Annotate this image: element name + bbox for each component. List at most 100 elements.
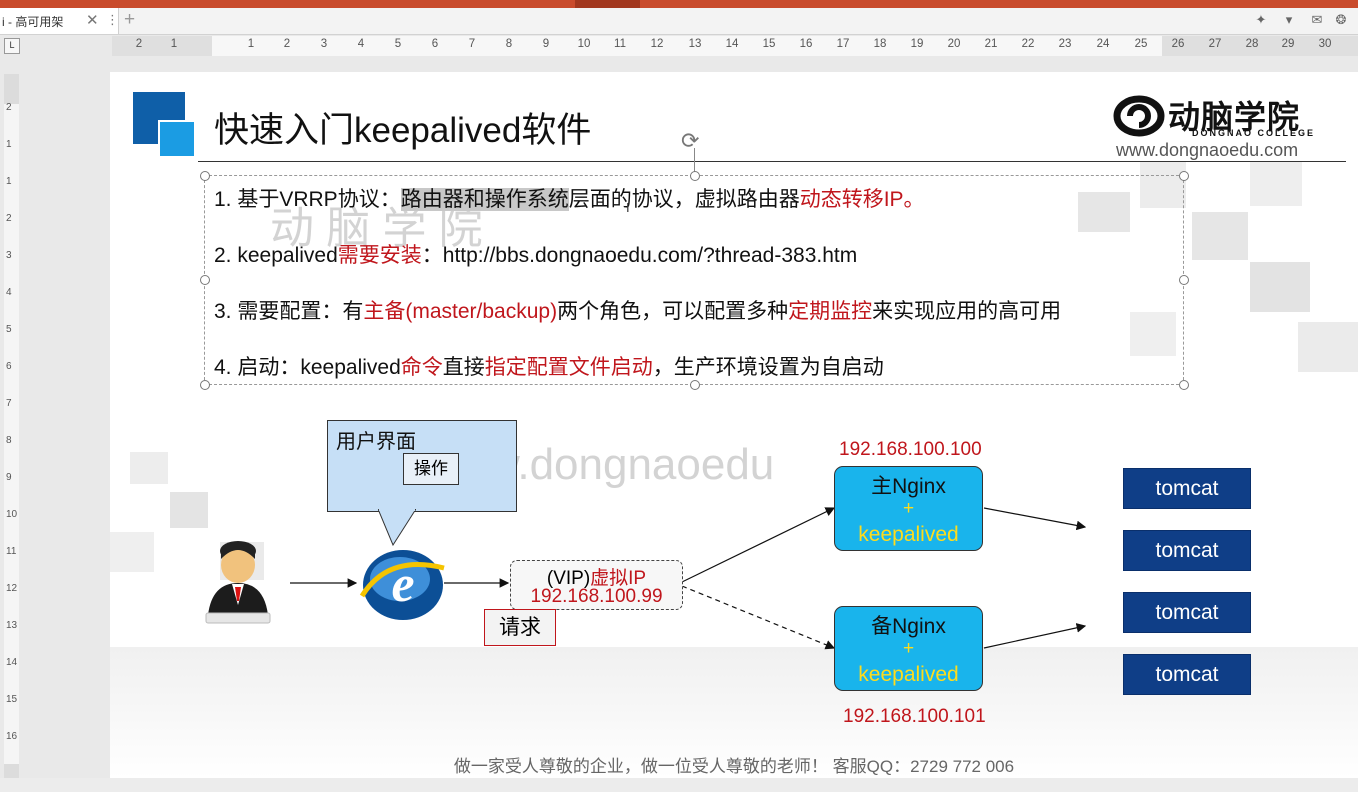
deco-square bbox=[110, 532, 154, 572]
document-tab[interactable]: i - 高可用架 ✕ ⋮ bbox=[0, 8, 119, 34]
svg-text:e: e bbox=[391, 556, 414, 613]
browser-ie-icon: e bbox=[359, 550, 445, 620]
bullet-text-segment: ：http://bbs.dongnaoedu.com/?thread-383.h… bbox=[421, 244, 858, 267]
ruler-number: 19 bbox=[910, 38, 924, 50]
ruler-number: 11 bbox=[614, 38, 626, 50]
pin-icon[interactable]: ✦ bbox=[1255, 12, 1267, 27]
deco-square bbox=[1130, 312, 1176, 356]
tab-stop-selector[interactable]: L bbox=[4, 38, 20, 54]
ruler-number: 21 bbox=[984, 38, 998, 50]
tomcat-box[interactable]: tomcat bbox=[1123, 654, 1251, 695]
resize-handle[interactable] bbox=[200, 380, 210, 390]
close-tab-icon[interactable]: ✕ bbox=[86, 12, 99, 29]
request-label[interactable]: 请求 bbox=[484, 609, 556, 646]
ruler-number: 16 bbox=[6, 731, 18, 742]
ruler-number: 4 bbox=[6, 287, 12, 298]
ruler-number: 8 bbox=[505, 38, 513, 50]
resize-handle[interactable] bbox=[200, 275, 210, 285]
dropdown-icon[interactable]: ▾ bbox=[1285, 12, 1293, 27]
deco-square bbox=[1298, 322, 1358, 372]
bullet-line-3[interactable]: 3. 需要配置：有主备(master/backup)两个角色，可以配置多种定期监… bbox=[214, 295, 1061, 325]
rotate-handle-icon[interactable]: ⟳ bbox=[681, 128, 700, 153]
bullet-text-segment: 直接 bbox=[442, 356, 485, 379]
slide-title[interactable]: 快速入门keepalived软件 bbox=[214, 111, 592, 150]
tab-more-icon[interactable]: ⋮ bbox=[106, 12, 119, 27]
ruler-number: 15 bbox=[6, 694, 18, 705]
ruler-number: 1 bbox=[247, 38, 255, 50]
operate-button[interactable]: 操作 bbox=[403, 453, 459, 485]
ruler-number: 2 bbox=[6, 213, 12, 224]
ruler-number: 8 bbox=[6, 435, 12, 446]
chat-icon[interactable]: ❂ bbox=[1335, 12, 1347, 27]
master-nginx-name: 主Nginx bbox=[871, 475, 946, 498]
deco-square bbox=[170, 492, 208, 528]
ruler-number: 7 bbox=[468, 38, 476, 50]
ruler-number: 25 bbox=[1134, 38, 1148, 50]
ruler-number: 15 bbox=[762, 38, 776, 50]
ruler-number: 12 bbox=[6, 583, 18, 594]
watermark-mid: w.dongnaoedu bbox=[488, 440, 775, 489]
title-bar-strip bbox=[0, 0, 1358, 8]
ruler-number: 2 bbox=[283, 38, 291, 50]
brand-name: 动脑学院 bbox=[1168, 99, 1301, 135]
vip-name: 虚拟IP bbox=[590, 568, 647, 589]
mail-icon[interactable]: ✉ bbox=[1311, 12, 1323, 27]
bubble-tail bbox=[378, 509, 416, 546]
new-tab-icon[interactable]: + bbox=[124, 9, 136, 30]
watermark-top: 动 脑 学 院 bbox=[270, 204, 483, 253]
text-cursor-icon: I bbox=[626, 200, 630, 215]
ruler-number: 9 bbox=[542, 38, 550, 50]
master-ip: 192.168.100.100 bbox=[839, 439, 982, 460]
bullet-line-2[interactable]: 2. keepalived需要安装：http://bbs.dongnaoedu.… bbox=[214, 239, 857, 269]
bullet-text-segment: 需要安装 bbox=[337, 244, 422, 267]
resize-handle[interactable] bbox=[1179, 275, 1189, 285]
backup-plus: + bbox=[902, 638, 915, 659]
resize-handle[interactable] bbox=[1179, 380, 1189, 390]
resize-handle[interactable] bbox=[690, 380, 700, 390]
resize-handle[interactable] bbox=[690, 171, 700, 181]
ruler-number: 24 bbox=[1096, 38, 1110, 50]
resize-handle[interactable] bbox=[1179, 171, 1189, 181]
deco-square bbox=[1078, 192, 1130, 232]
ruler-number: 2 bbox=[6, 102, 12, 113]
bullet-line-4[interactable]: 4. 启动：keepalived命令直接指定配置文件启动，生产环境设置为自启动 bbox=[214, 351, 884, 381]
deco-square bbox=[1192, 212, 1248, 260]
ruler-number: 30 bbox=[1318, 38, 1332, 50]
ruler-number: 6 bbox=[6, 361, 12, 372]
resize-handle[interactable] bbox=[200, 171, 210, 181]
bottom-strip bbox=[0, 778, 1358, 792]
ruler-number: 9 bbox=[6, 472, 12, 483]
diagram-arrows bbox=[290, 507, 1087, 650]
ruler-number: 13 bbox=[688, 38, 702, 50]
ruler-number: 28 bbox=[1245, 38, 1259, 50]
ruler-number: 10 bbox=[6, 509, 18, 520]
ruler-number: 14 bbox=[725, 38, 739, 50]
brand-url: www.dongnaoedu.com bbox=[1116, 140, 1299, 160]
bullet-text-segment: ，生产环境设置为自启动 bbox=[652, 356, 884, 379]
tomcat-box[interactable]: tomcat bbox=[1123, 530, 1251, 571]
tomcat-box[interactable]: tomcat bbox=[1123, 592, 1251, 633]
ruler-number: 10 bbox=[577, 38, 591, 50]
backup-nginx-box[interactable]: 备Nginx + keepalived bbox=[834, 606, 983, 691]
master-nginx-box[interactable]: 主Nginx + keepalived bbox=[834, 466, 983, 551]
tomcat-box[interactable]: tomcat bbox=[1123, 468, 1251, 509]
bullet-text-segment: 1. 基于VRRP协议： bbox=[214, 188, 401, 211]
slide-canvas[interactable]: 动 脑 学 院 w.dongnaoedu 快速入门keepalived软件 动脑… bbox=[110, 72, 1358, 778]
ruler-number: 5 bbox=[6, 324, 12, 335]
deco-square bbox=[1250, 162, 1302, 206]
ruler-number: 3 bbox=[6, 250, 12, 261]
title-logo-light-square bbox=[158, 120, 196, 158]
bullet-line-1[interactable]: 1. 基于VRRP协议：路由器和操作系统层面的协议，虚拟路由器动态转移IP。 bbox=[214, 183, 925, 213]
user-interface-bubble[interactable]: 用户界面 操作 bbox=[327, 420, 517, 512]
bullet-text-segment: 两个角色，可以配置多种 bbox=[557, 300, 789, 323]
ruler-number: 1 bbox=[170, 38, 178, 50]
ruler-number: 22 bbox=[1021, 38, 1035, 50]
ruler-number: 26 bbox=[1171, 38, 1185, 50]
user-interface-label: 用户界面 bbox=[336, 431, 416, 453]
vip-label: (VIP)虚拟IP bbox=[511, 563, 682, 590]
rotate-handle-stem bbox=[694, 148, 695, 172]
ruler-number: 27 bbox=[1208, 38, 1222, 50]
virtual-ip-box[interactable]: (VIP)虚拟IP 192.168.100.99 bbox=[510, 560, 683, 610]
